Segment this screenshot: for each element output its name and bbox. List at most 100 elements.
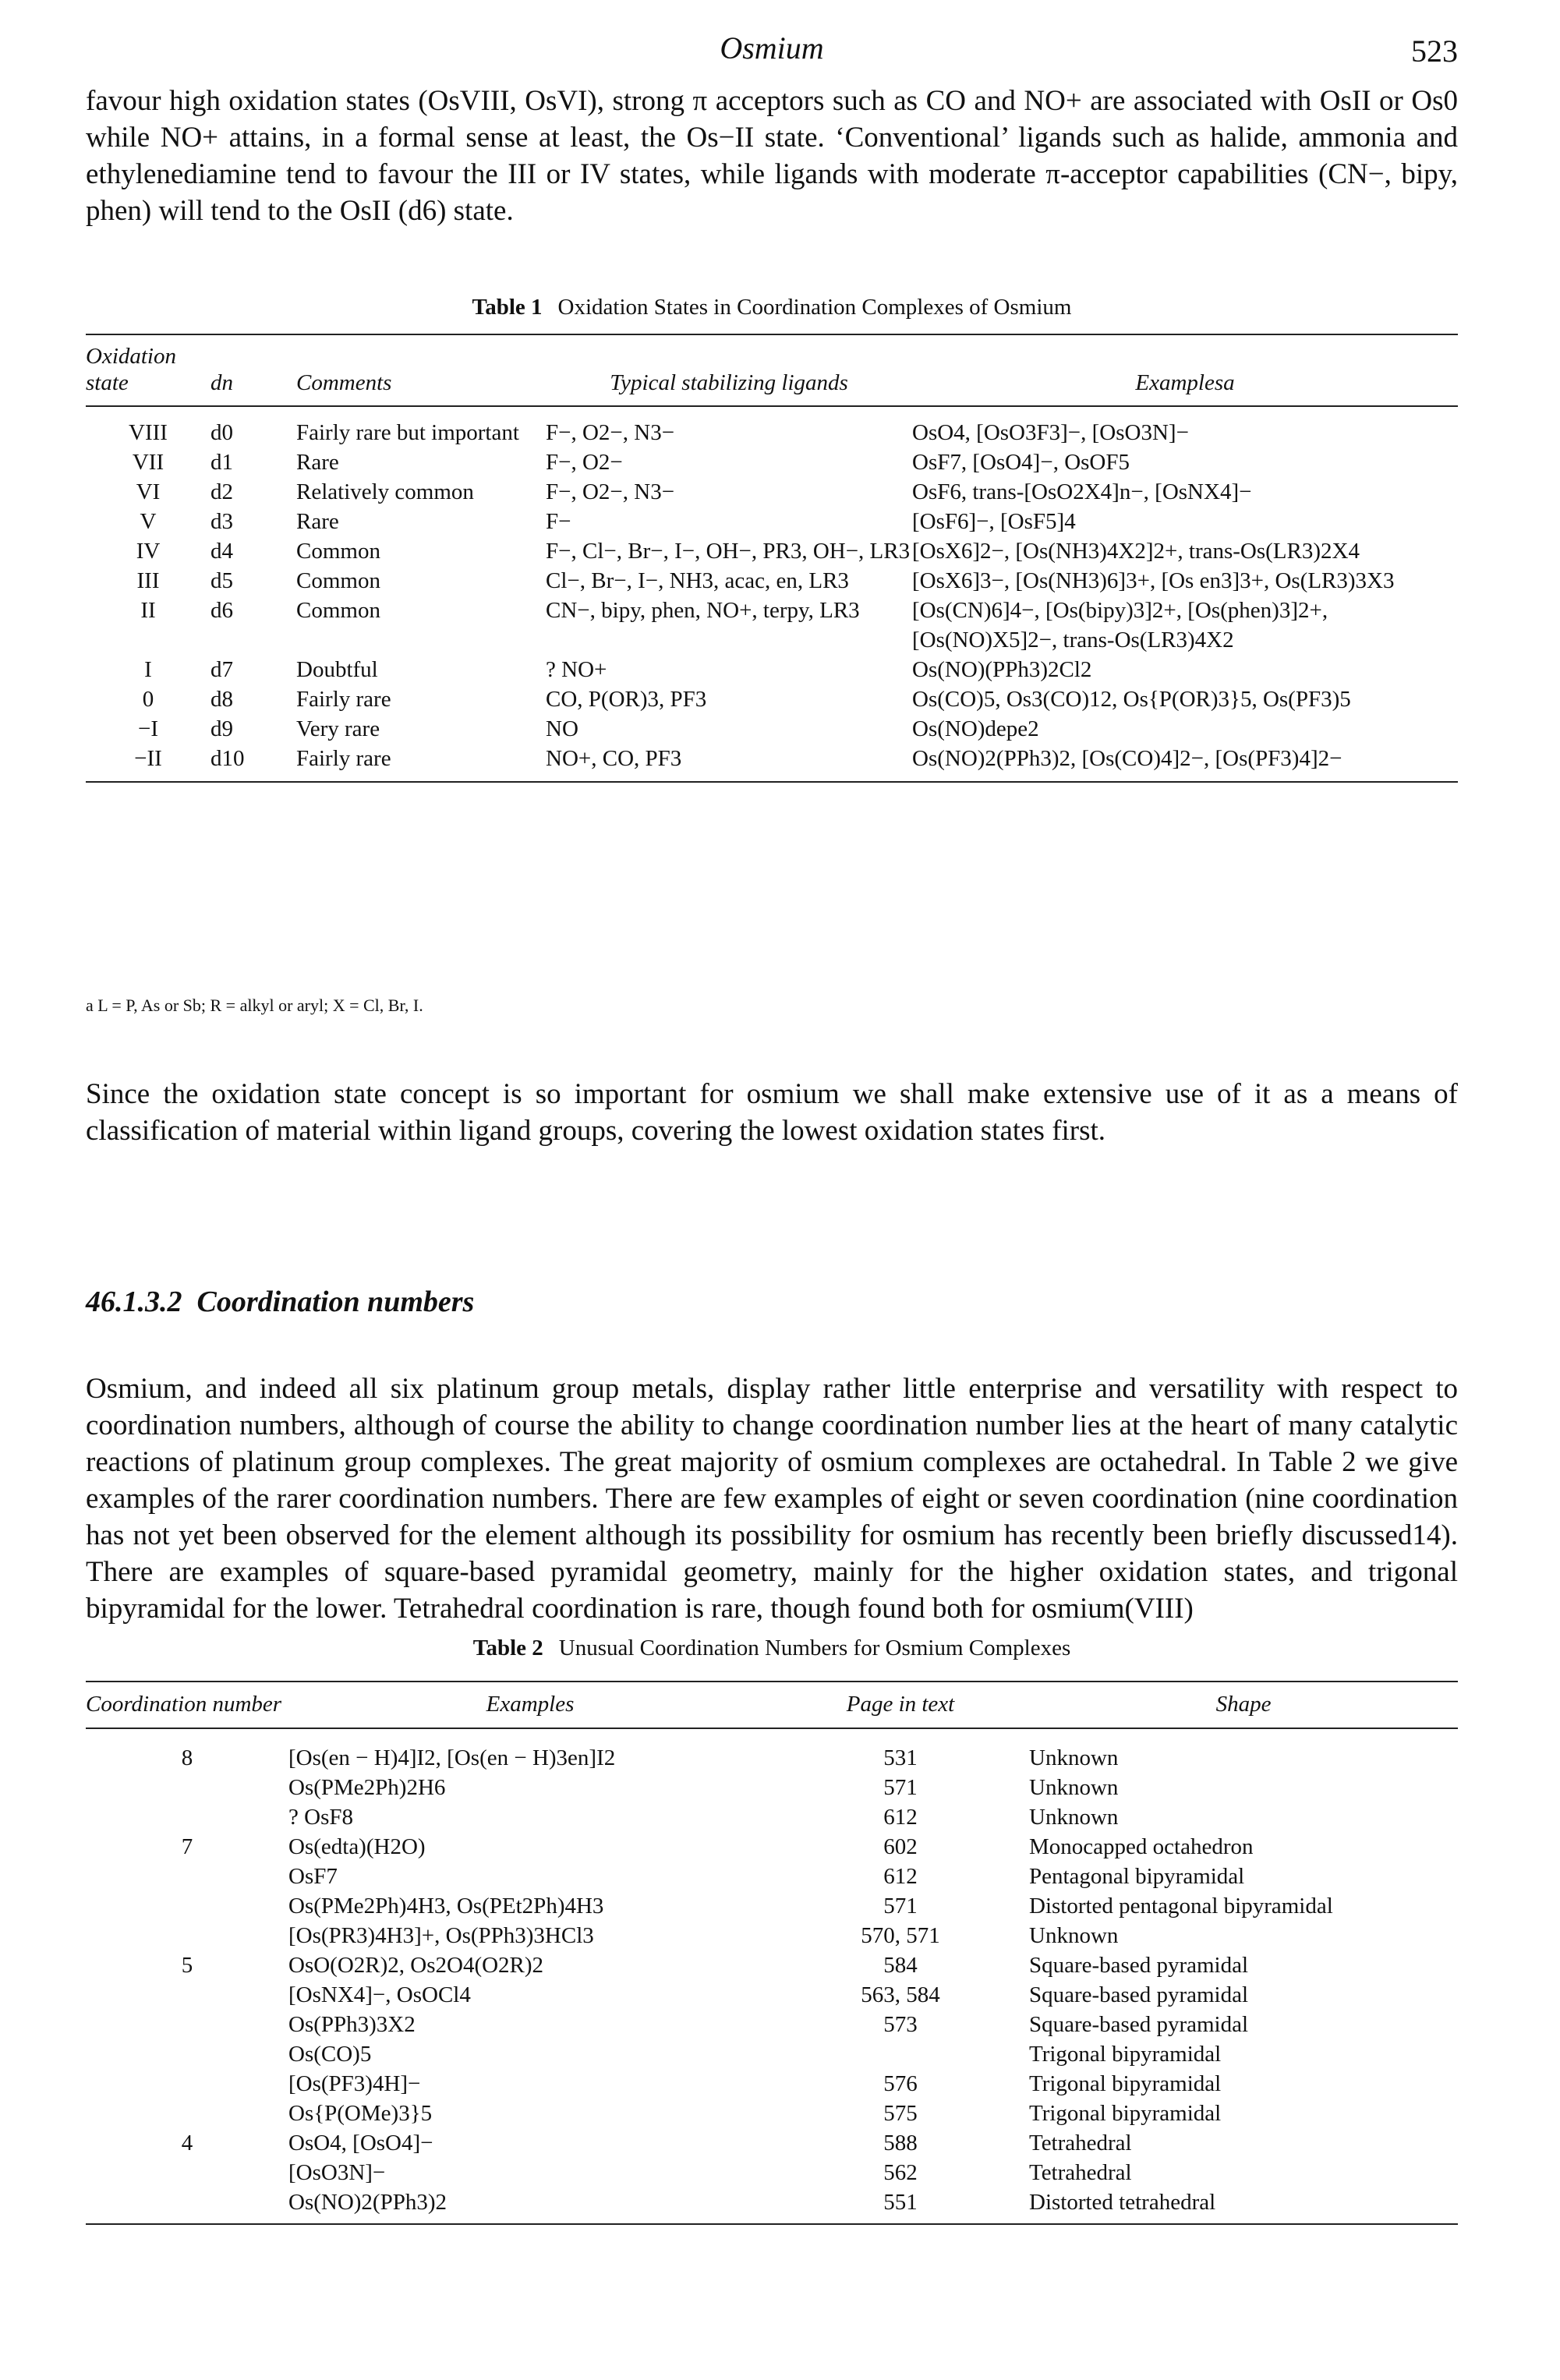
table2-cell-coordination-number: 5 [181, 1953, 193, 1978]
running-title: Osmium [720, 30, 824, 65]
table2-cell-page: 571 [883, 1894, 918, 1918]
table2-cell-page: 562 [883, 2160, 918, 2185]
table2-cell-coordination-number [86, 2158, 288, 2187]
table2-cell-shape: Square-based pyramidal [1029, 2012, 1249, 2037]
table1-cell-ligands: CO, P(OR)3, PF3 [546, 687, 707, 712]
table1-cell-ligands: ? NO+ [546, 657, 607, 682]
table2-row: 4 OsO4, [OsO4]− 588 Tetrahedral [86, 2128, 1458, 2158]
table2-cell-page: 584 [883, 1953, 918, 1978]
table1-cell-dn: d8 [210, 687, 233, 712]
section-number: 46.1.3.2 [86, 1285, 182, 1318]
table2-cell-coordination-number [86, 1773, 288, 1802]
table2-cell-shape: Square-based pyramidal [1029, 1953, 1249, 1978]
table2-header-row: Coordination number Examples Page in tex… [86, 1690, 1458, 1729]
table1-cell-examples: Os(NO)depe2 [912, 716, 1039, 741]
table1-cell-ligands: F−, O2− [546, 450, 623, 475]
table2-cell-coordination-number: 4 [181, 2131, 193, 2155]
table1-cell-dn: d7 [210, 657, 233, 682]
table1-cell-ligands: NO [546, 716, 578, 741]
table2-cell-coordination-number [86, 1980, 288, 2010]
table1-header-dn: dn [210, 343, 296, 407]
table2-cell-page: 531 [883, 1745, 918, 1770]
table2-cell-page: 602 [883, 1834, 918, 1859]
table1-cell-oxidation-state: VII [132, 450, 164, 475]
table1-cell-ligands: F−, Cl−, Br−, I−, OH−, PR3, OH−, LR3 [546, 539, 911, 564]
table1-cell-oxidation-state: −II [86, 744, 210, 783]
table2-cell-examples: OsO4, [OsO4]− [288, 2131, 433, 2155]
table1-cell-ligands: CN−, bipy, phen, NO+, terpy, LR3 [546, 598, 860, 623]
table1-cell-examples: OsF7, [OsO4]−, OsOF5 [912, 450, 1130, 475]
table1-cell-comments: Common [296, 598, 380, 623]
table2-cell-shape: Trigonal bipyramidal [1029, 2101, 1222, 2126]
table2-cell-examples: OsF7 [288, 1864, 338, 1889]
table1-cell-comments: Relatively common [296, 479, 474, 504]
table2-cell-coordination-number [86, 1891, 288, 1921]
table1-cell-examples: Os(NO)2(PPh3)2, [Os(CO)4]2−, [Os(PF3)4]2… [912, 744, 1458, 783]
table2-cell-shape: Unknown [1029, 1775, 1119, 1800]
table2-cell-page: 588 [883, 2131, 918, 2155]
table1-cell-oxidation-state: IV [136, 539, 161, 564]
table1-cell-dn: d0 [210, 420, 233, 445]
table1-cell-dn: d5 [210, 568, 233, 593]
table2-header-coordination-number: Coordination number [86, 1690, 288, 1729]
table2-cell-page: 612 [883, 1864, 918, 1889]
table2-caption: Table 2 Unusual Coordination Numbers for … [86, 1636, 1458, 1661]
coordination-paragraph: Osmium, and indeed all six platinum grou… [86, 1373, 1458, 1625]
page-number: 523 [1411, 34, 1458, 69]
table1-cell-examples: [OsX6]3−, [Os(NH3)6]3+, [Os en3]3+, Os(L… [912, 568, 1395, 593]
table2-cell-page [772, 2039, 1029, 2069]
table2-cell-page: 551 [772, 2187, 1029, 2225]
table1-cell-examples: OsO4, [OsO3F3]−, [OsO3N]− [912, 420, 1189, 445]
table2-cell-examples: Os(NO)2(PPh3)2 [288, 2187, 772, 2225]
table1-cell-dn: d10 [210, 744, 296, 783]
table1-cell-examples: [Os(CN)6]4−, [Os(bipy)3]2+, [Os(phen)3]2… [912, 598, 1328, 652]
section-heading: 46.1.3.2 Coordination numbers [86, 1285, 474, 1319]
table2-cell-coordination-number: 7 [181, 1834, 193, 1859]
table2-cell-shape: Distorted pentagonal bipyramidal [1029, 1894, 1333, 1918]
table2-cell-shape: Monocapped octahedron [1029, 1834, 1254, 1859]
table2-row: Os(PMe2Ph)4H3, Os(PEt2Ph)4H3 571 Distorted… [86, 1891, 1458, 1921]
table1-cell-comments: Very rare [296, 716, 380, 741]
table1-cell-examples: Os(NO)(PPh3)2Cl2 [912, 657, 1092, 682]
table2-cell-examples: Os(PPh3)3X2 [288, 2012, 416, 2037]
table1-cell-oxidation-state: III [136, 568, 160, 593]
table2-coordination-numbers: Coordination number Examples Page in tex… [86, 1690, 1458, 2225]
table1-cell-oxidation-state: II [140, 598, 156, 623]
table2-label: Table 2 [472, 1636, 543, 1660]
table2-cell-coordination-number [86, 2187, 288, 2225]
table2-cell-shape: Trigonal bipyramidal [1029, 2042, 1222, 2067]
table1-header-examples: Examplesa [912, 343, 1458, 407]
table1-cell-oxidation-state: VIII [129, 420, 168, 445]
table2-cell-examples: Os(CO)5 [288, 2042, 372, 2067]
table2-title: Unusual Coordination Numbers for Osmium … [558, 1636, 1071, 1660]
table1-cell-examples: [OsF6]−, [OsF5]4 [912, 509, 1076, 534]
table2-cell-coordination-number [86, 2010, 288, 2039]
table2-cell-shape: Tetrahedral [1029, 2131, 1132, 2155]
table1-cell-ligands: NO+, CO, PF3 [546, 744, 912, 783]
table2-cell-page: 570, 571 [861, 1923, 940, 1948]
table2-cell-coordination-number [86, 2099, 288, 2128]
table2-cell-examples: Os{P(OMe)3}5 [288, 2101, 433, 2126]
table1-cell-oxidation-state: VI [136, 479, 161, 504]
table1-cell-comments: Doubtful [296, 657, 378, 682]
table2-cell-shape: Unknown [1029, 1745, 1119, 1770]
table1-cell-ligands: F−, O2−, N3− [546, 479, 675, 504]
table1-title: Oxidation States in Coordination Complex… [557, 295, 1072, 320]
table1-cell-comments: Fairly rare [296, 687, 391, 712]
table2-cell-examples: Os(PMe2Ph)4H3, Os(PEt2Ph)4H3 [288, 1894, 604, 1918]
table2-cell-coordination-number [86, 2069, 288, 2099]
table1-header-ligands: Typical stabilizing ligands [546, 343, 912, 407]
table2-cell-shape: Trigonal bipyramidal [1029, 2071, 1222, 2096]
table2-header-page: Page in text [772, 1690, 1029, 1729]
table1-oxidation-states: Oxidation state dn Comments Typical stab… [86, 343, 1458, 783]
